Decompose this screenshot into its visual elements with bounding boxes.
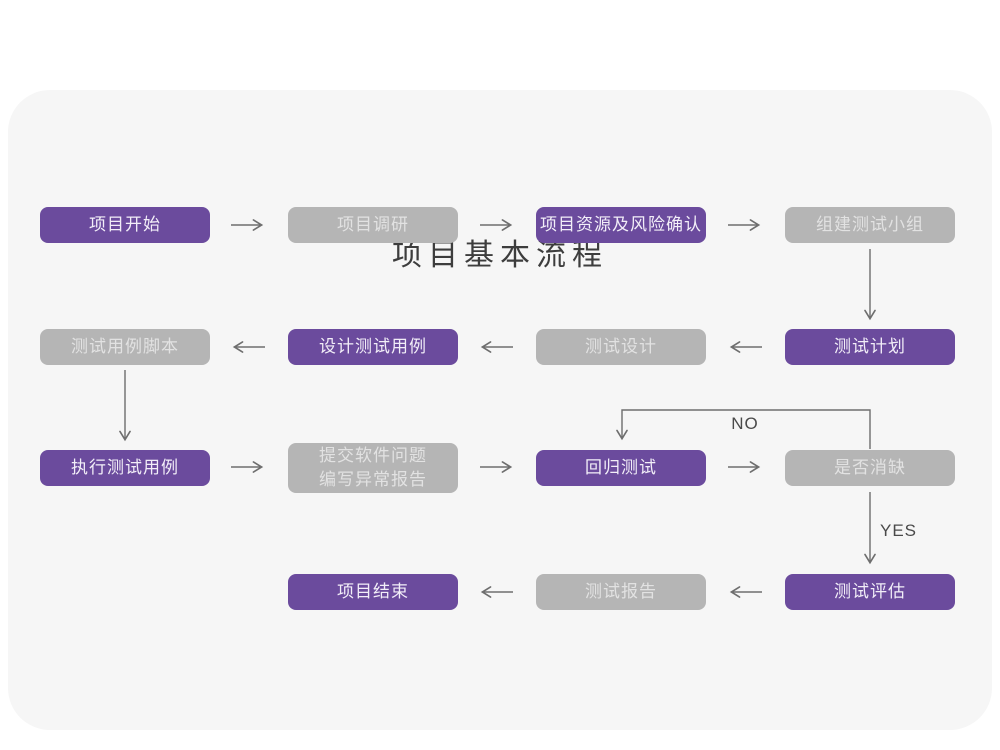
edge-label-no: NO — [731, 414, 759, 433]
node-regression-test: 回归测试 — [536, 450, 706, 486]
page-title: 项目基本流程 — [392, 239, 608, 272]
node-test-plan: 测试计划 — [785, 329, 955, 365]
node-build-test-team: 组建测试小组 — [785, 207, 955, 243]
node-test-report: 测试报告 — [536, 574, 706, 610]
node-defect-cleared: 是否消缺 — [785, 450, 955, 486]
node-resources-risk: 项目资源及风险确认 — [536, 207, 706, 243]
node-project-start: 项目开始 — [40, 207, 210, 243]
edge-label-yes: YES — [880, 521, 918, 540]
node-execute-test-case: 执行测试用例 — [40, 450, 210, 486]
node-test-design: 测试设计 — [536, 329, 706, 365]
node-project-end: 项目结束 — [288, 574, 458, 610]
node-design-test-case: 设计测试用例 — [288, 329, 458, 365]
flowchart-card: 项目基本流程 — [8, 90, 992, 730]
node-test-evaluation: 测试评估 — [785, 574, 955, 610]
node-submit-issue-report: 提交软件问题 编写异常报告 — [288, 443, 458, 493]
node-project-research: 项目调研 — [288, 207, 458, 243]
node-test-case-script: 测试用例脚本 — [40, 329, 210, 365]
